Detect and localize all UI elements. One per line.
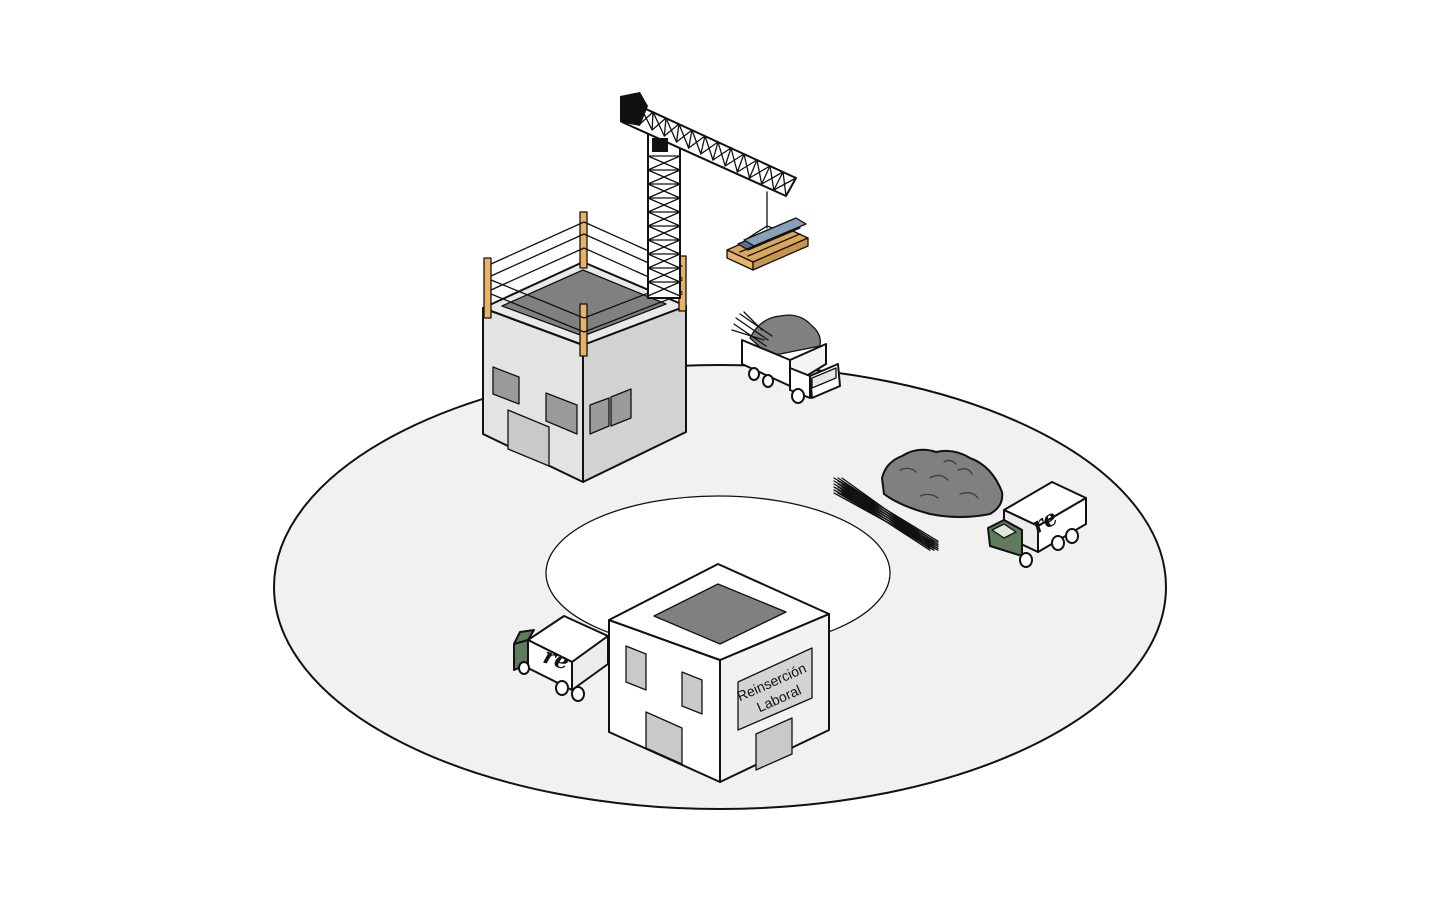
reinsercion-laboral-building: Reinserción Laboral bbox=[608, 563, 830, 783]
truck-wheel bbox=[1065, 528, 1079, 544]
construction-window-4 bbox=[610, 388, 632, 427]
truck-wheel bbox=[555, 680, 569, 696]
scaffold-post-4 bbox=[579, 303, 588, 357]
truck-rebar-load bbox=[731, 311, 773, 347]
construction-roof-inset bbox=[501, 269, 667, 337]
rubble-pile-icon bbox=[881, 448, 1004, 518]
tower-crane-icon bbox=[620, 92, 809, 299]
rl-window-1 bbox=[625, 645, 647, 691]
crane-cab bbox=[652, 138, 668, 152]
crane-mast-lattice bbox=[647, 155, 681, 297]
truck-wheel bbox=[791, 388, 805, 404]
construction-building bbox=[482, 211, 687, 483]
truck-wheel bbox=[748, 367, 760, 381]
re-branded-truck-icon: re bbox=[987, 481, 1087, 568]
rl-door-right bbox=[755, 717, 793, 771]
rl-roof-inset bbox=[653, 583, 787, 645]
scaffold-post-1 bbox=[483, 257, 492, 319]
construction-window-3 bbox=[589, 397, 610, 435]
truck-wheel bbox=[571, 686, 585, 702]
truck-wheel bbox=[762, 374, 774, 388]
re-truck-windshield bbox=[991, 523, 1017, 539]
rl-door-left bbox=[645, 711, 683, 765]
construction-door bbox=[507, 409, 550, 467]
truck-wheel bbox=[1051, 535, 1065, 551]
truck-wheel bbox=[1019, 552, 1033, 568]
truck-wheel bbox=[518, 661, 530, 675]
truck-rubble-load bbox=[749, 314, 821, 357]
construction-window-2 bbox=[545, 392, 578, 435]
construction-window-1 bbox=[492, 366, 520, 405]
rebar-bundle-icon bbox=[833, 477, 939, 551]
re-truck-cab-top bbox=[513, 629, 535, 645]
truck-windshield bbox=[811, 367, 837, 389]
scaffold-post-2 bbox=[579, 211, 588, 269]
dump-truck-loaded-icon bbox=[731, 311, 841, 404]
rl-window-2 bbox=[681, 671, 703, 715]
rl-sign-board bbox=[737, 647, 813, 731]
crane-counterweight bbox=[620, 92, 648, 126]
timber-load bbox=[726, 217, 809, 271]
